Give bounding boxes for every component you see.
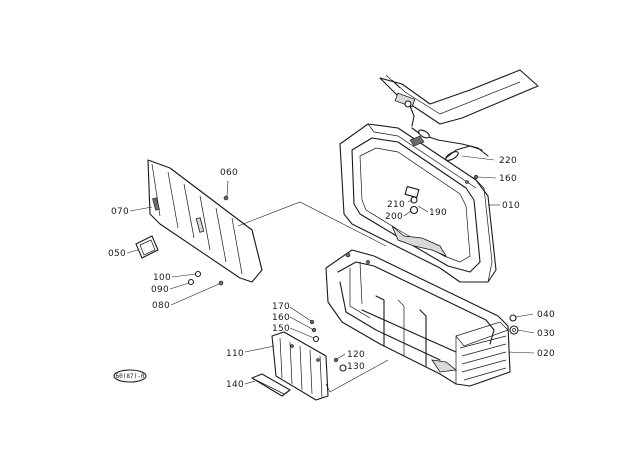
leader-lines <box>126 155 535 385</box>
part-labels: 060 070 050 100 090 080 110 140 170 160 … <box>108 156 555 390</box>
label-060: 060 <box>220 168 238 178</box>
label-210: 210 <box>387 200 405 210</box>
label-020: 020 <box>537 349 555 359</box>
label-110: 110 <box>226 349 244 359</box>
grille-housing <box>325 249 511 387</box>
label-160-upper: 160 <box>499 174 517 184</box>
label-010: 010 <box>502 201 520 211</box>
mesh-panel <box>271 331 329 401</box>
frame-fasteners <box>473 174 479 180</box>
panel-fasteners <box>187 195 229 286</box>
label-120: 120 <box>347 350 365 360</box>
label-090: 090 <box>151 285 169 295</box>
label-190: 190 <box>429 208 447 218</box>
grille-frame <box>339 123 497 283</box>
label-080: 080 <box>152 301 170 311</box>
drawing-code: 60(87)-0 <box>116 373 145 380</box>
side-fasteners <box>509 314 519 335</box>
label-220: 220 <box>499 156 517 166</box>
assembly-lines <box>237 201 389 393</box>
label-030: 030 <box>537 329 555 339</box>
hood-corner <box>379 69 539 127</box>
label-200: 200 <box>385 212 403 222</box>
emblem <box>135 235 159 259</box>
drawing-code-stamp: 60(87)-0 <box>113 369 147 383</box>
label-160-lower: 160 <box>272 313 290 323</box>
grille-panel <box>147 159 263 283</box>
mesh-bracket <box>251 373 291 397</box>
label-150: 150 <box>272 324 290 334</box>
label-100: 100 <box>153 273 171 283</box>
label-050: 050 <box>108 249 126 259</box>
label-130: 130 <box>347 362 365 372</box>
label-140: 140 <box>226 380 244 390</box>
mesh-fasteners <box>309 319 347 372</box>
label-040: 040 <box>537 310 555 320</box>
label-170: 170 <box>272 302 290 312</box>
label-070: 070 <box>111 207 129 217</box>
